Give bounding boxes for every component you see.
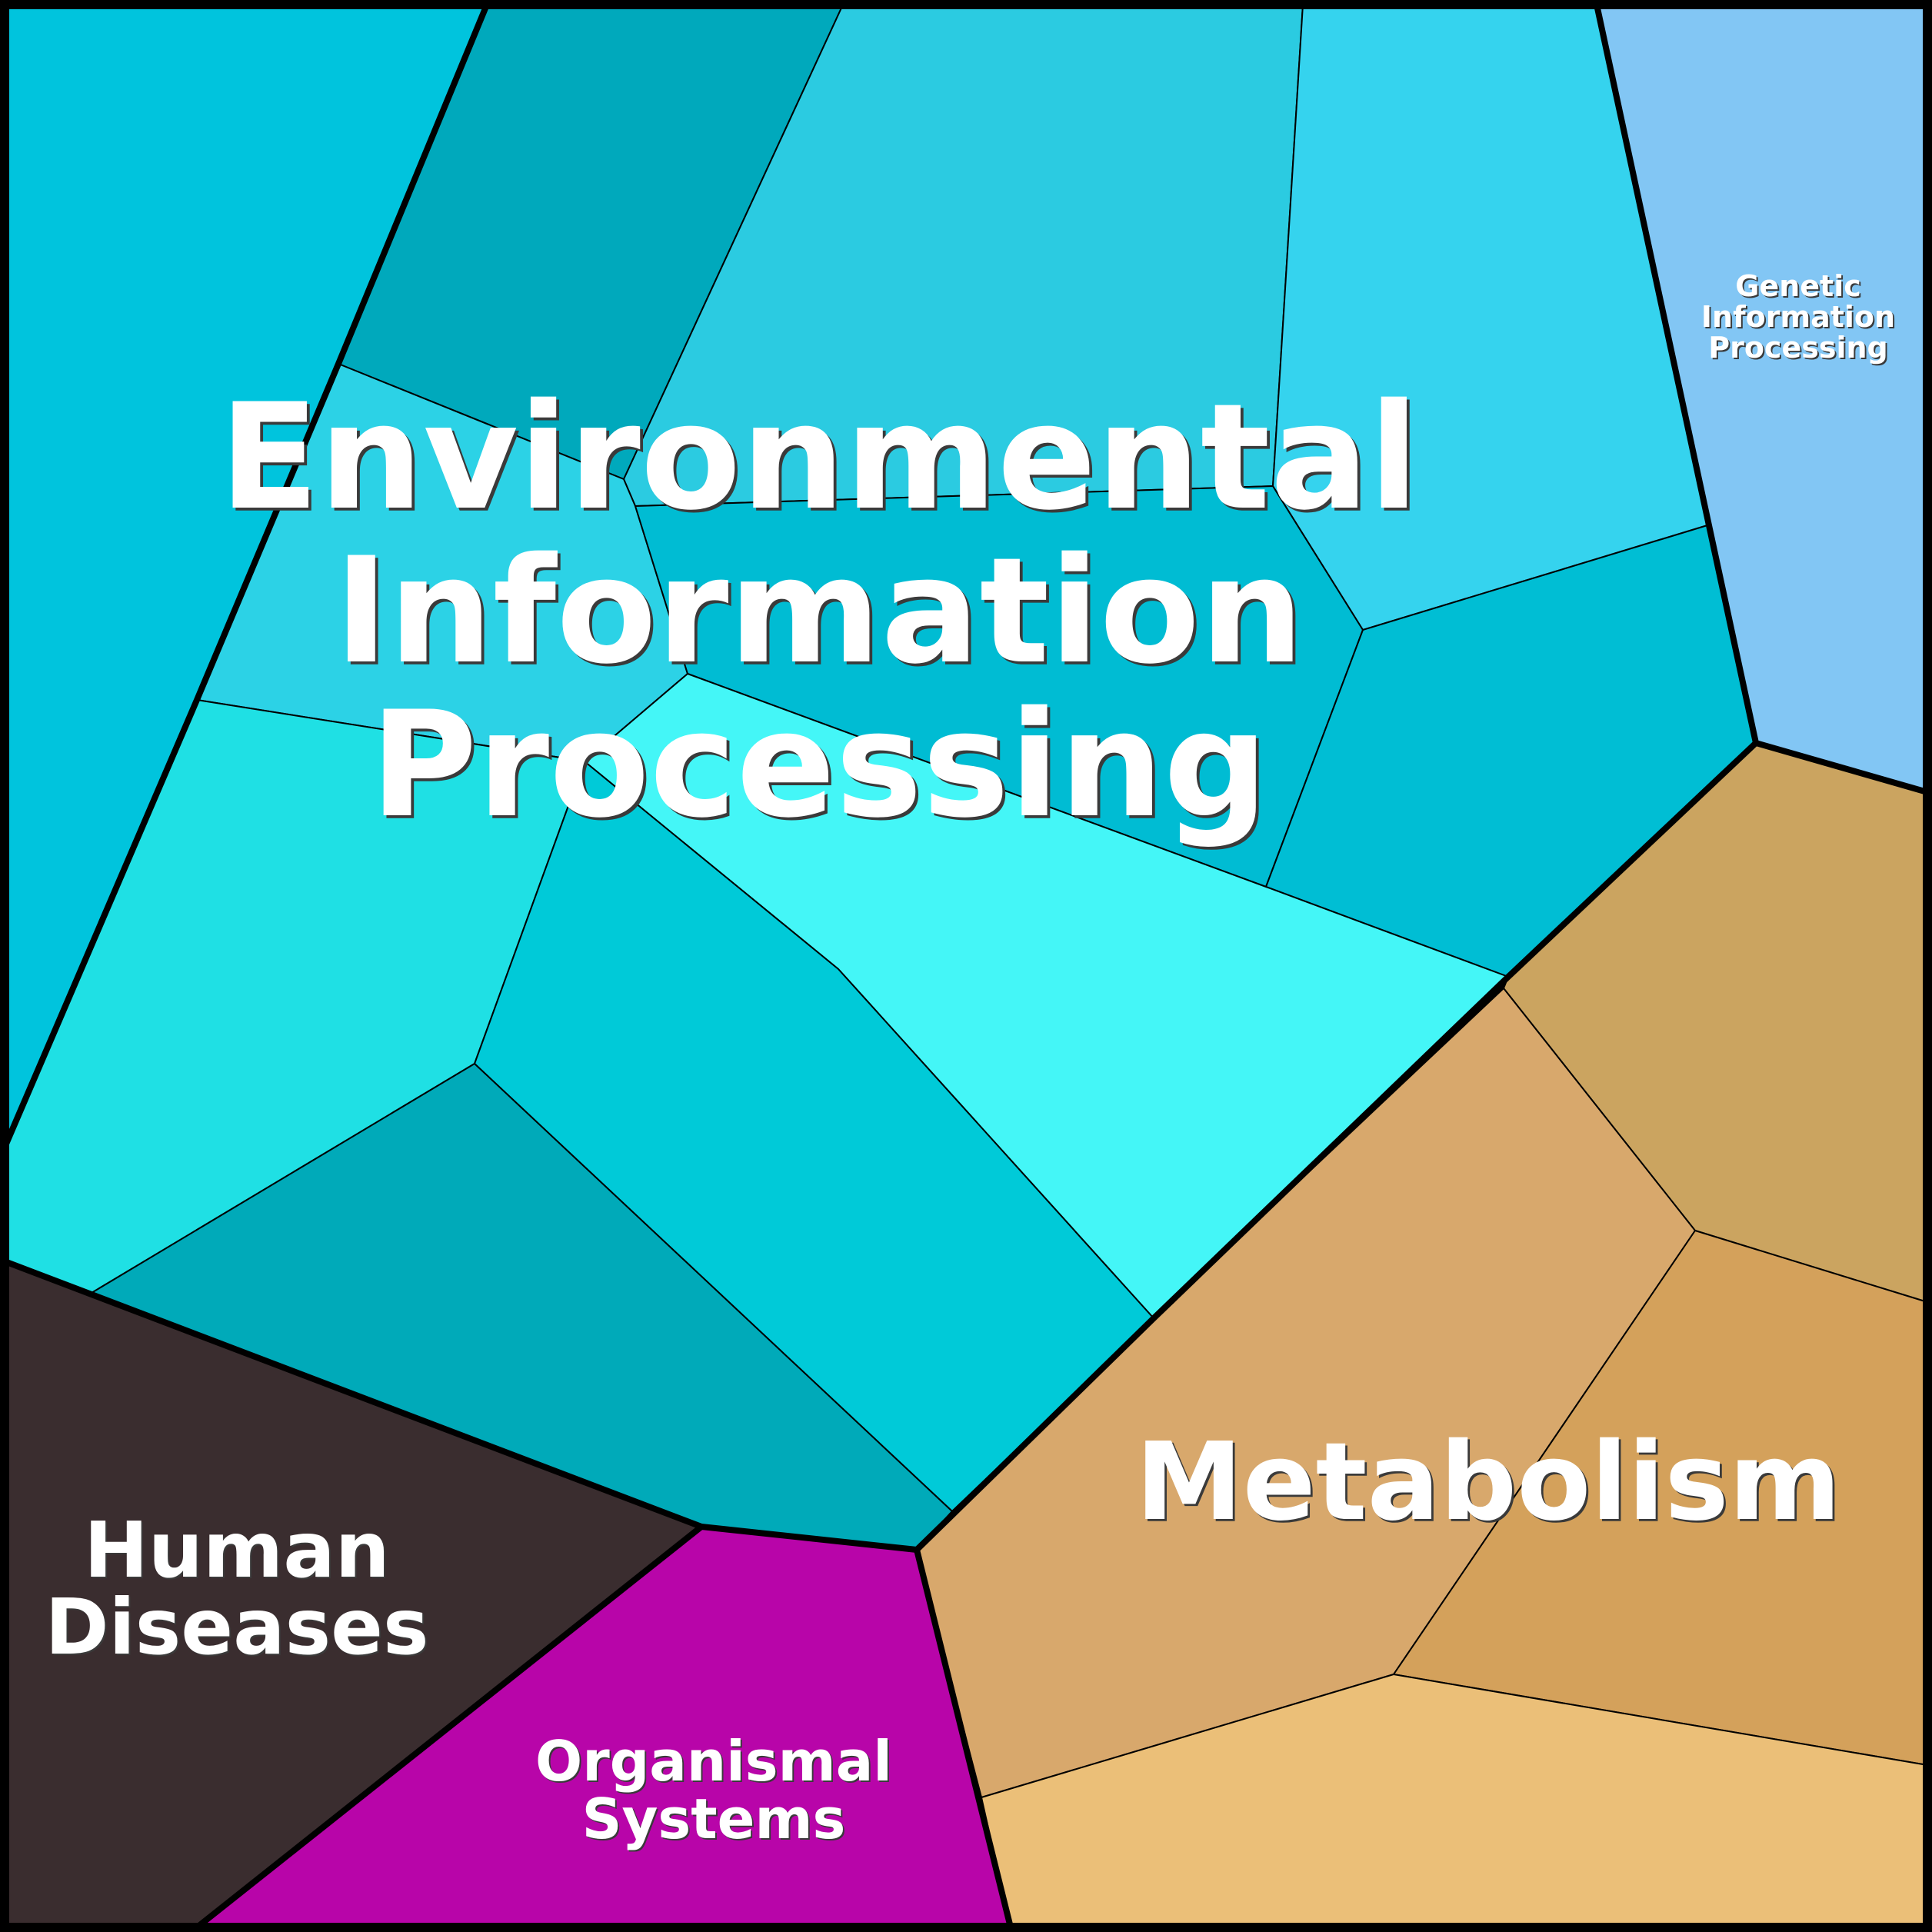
label-shadow: Human: [85, 1507, 391, 1597]
label-line: Processing: [1708, 331, 1888, 365]
group-border: [2, 3, 490, 1149]
label-line: Information: [335, 526, 1304, 696]
label-line: Systems: [582, 1787, 846, 1851]
label-genetic-information-processing: GeneticGeneticInformationInformationProc…: [1701, 269, 1897, 366]
label-shadow: Diseases: [47, 1584, 431, 1674]
label-shadow: Information: [337, 529, 1307, 699]
label-shadow: Metabolism: [1138, 1422, 1843, 1547]
label-line: Genetic: [1735, 269, 1861, 303]
label-line: Metabolism: [1135, 1420, 1840, 1545]
label-environmental-information-processing: EnvironmentalEnvironmentalInformationInf…: [219, 372, 1422, 853]
label-shadow: Environmental: [222, 375, 1422, 545]
group-border: [195, 1524, 704, 1930]
group-border: [914, 741, 1758, 1928]
label-shadow: Organismal: [537, 1730, 894, 1795]
cells-layer: [4, 4, 1928, 1928]
label-line: Human: [84, 1505, 390, 1595]
label-line: Processing: [370, 680, 1268, 850]
label-shadow: Systems: [584, 1788, 848, 1853]
label-shadow: Information: [1703, 301, 1897, 335]
label-line: Organismal: [535, 1729, 892, 1794]
group-borders-layer: [2, 3, 1929, 1930]
label-line: Information: [1701, 300, 1895, 334]
label-line: Environmental: [219, 372, 1419, 542]
label-shadow: Genetic: [1737, 271, 1863, 305]
label-shadow: Processing: [373, 683, 1271, 853]
label-line: Diseases: [45, 1582, 429, 1672]
label-shadow: Processing: [1710, 332, 1890, 366]
labels-layer: EnvironmentalEnvironmentalInformationInf…: [45, 269, 1897, 1853]
